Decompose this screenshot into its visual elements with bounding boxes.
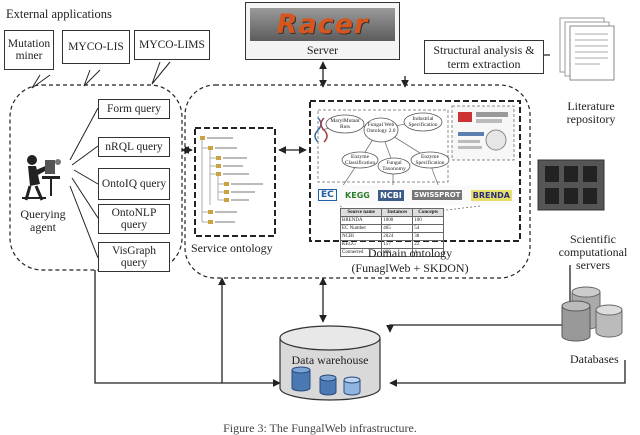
node-fungalweb-ontology: Fungal Web Ontology 2.0: [366, 122, 396, 134]
logo-brenda: BRENDA: [470, 189, 512, 201]
table-header-cell: Source name: [339, 208, 383, 217]
table-row: BRENDA 1000 100: [339, 216, 444, 225]
node-industrial-spec: Industrial Specification: [408, 116, 438, 128]
table-cell: Connected: [339, 248, 383, 257]
external-app-myco-lis: MYCO-LIS: [62, 30, 130, 64]
bubble-tail: [151, 61, 171, 85]
data-source-logos: EC KEGG NCBI SWISSPROT BRENDA: [318, 187, 512, 203]
nrql-query-box: nRQL query: [98, 137, 170, 157]
table-row: EC Number 465 54: [339, 224, 444, 233]
table-cell: 4: [412, 248, 444, 257]
data-warehouse-label: Data warehouse: [291, 353, 369, 367]
table-cell: 38: [412, 232, 444, 241]
querying-agent-group: [9, 84, 183, 271]
service-ontology-frame: [194, 127, 276, 237]
node-enzyme-classification: Enzyme Classification: [344, 154, 376, 166]
logo-swissprot: SWISSPROT: [412, 190, 463, 200]
node-enzyme-specification: Enzyme Specification: [415, 154, 445, 166]
literature-repository-label: Literature repository: [566, 99, 616, 126]
ontoiq-query-box: OntoIQ query: [98, 168, 170, 200]
table-cell: 100: [412, 216, 444, 225]
table-cell: 800: [381, 248, 414, 257]
table-row: Connected 800 4: [339, 248, 444, 257]
scientific-servers-label: Scientific computational servers: [558, 232, 628, 272]
service-ontology-label: Service ontology: [191, 241, 273, 255]
table-cell: 2024: [381, 232, 414, 241]
domain-ontology-label: Domain ontology: [367, 246, 453, 260]
databases-label: Databases: [570, 352, 619, 366]
table-cell: 1000: [381, 216, 414, 225]
form-query-box: Form query: [98, 99, 170, 119]
logo-ec: EC: [318, 189, 337, 201]
external-applications-title: External applications: [6, 7, 112, 21]
table-header-cell: Instances: [381, 208, 414, 217]
bubble-tail: [83, 69, 101, 87]
server-label: Server: [306, 43, 339, 57]
table-cell: 465: [381, 224, 414, 233]
structural-analysis-box: Structural analysis & term extraction: [424, 40, 544, 74]
querying-agent-label: Querying agent: [20, 207, 66, 234]
ontology-group: [184, 84, 531, 279]
table-header-cell: Concepts: [412, 208, 444, 217]
table-cell: BRENDA: [339, 216, 383, 225]
source-table: Source name Instances Concepts BRENDA 10…: [339, 208, 444, 257]
racer-logo: Racer: [250, 8, 395, 41]
external-app-myco-lims: MYCO-LIMS: [134, 30, 210, 60]
table-cell: NCBI: [339, 232, 383, 241]
domain-ontology-sub: (FunaglWeb + SKDON): [351, 261, 469, 275]
node-fungal-taxonomy: Fungal Taxonomy: [382, 160, 406, 172]
table-cell: 54: [412, 224, 444, 233]
bubble-tail: [31, 74, 51, 89]
external-app-mutation-miner: Mutation miner: [4, 30, 54, 70]
table-header-row: Source name Instances Concepts: [339, 208, 444, 217]
node-marylmutant: MarylMutant Ruts: [330, 118, 360, 130]
ontonlp-query-box: OntoNLP query: [98, 204, 170, 234]
visgraph-query-box: VisGraph query: [98, 242, 170, 272]
logo-kegg: KEGG: [345, 190, 370, 200]
table-row: NCBI 2024 38: [339, 232, 444, 241]
logo-ncbi: NCBI: [378, 189, 404, 201]
table-cell: EC Number: [339, 224, 383, 233]
server-box: Racer Server: [245, 2, 400, 60]
